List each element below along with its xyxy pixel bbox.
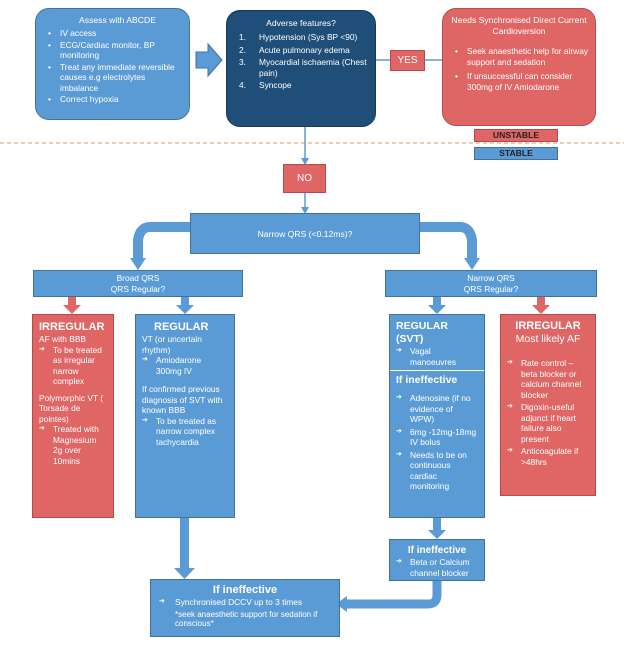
af-with-bbb-list: To be treated as irregular narrow comple… xyxy=(39,345,107,387)
narrow-irregular-box: IRREGULAR Most likely AF Rate control –b… xyxy=(500,314,596,496)
polymorphic-vt-list: Treated with Magnesium 2g over 10mins xyxy=(39,424,107,466)
narrow-regular-list: Vagal manoeuvres xyxy=(396,346,478,367)
list-item: Adenosine (if no evidence of WPW) xyxy=(396,393,478,425)
narrow-qrs-question-box: Narrow QRS (<0.12ms)? xyxy=(190,213,420,254)
vt-text: VT (or uncertain rhythm) xyxy=(142,334,202,355)
unstable-label: UNSTABLE xyxy=(474,129,558,142)
adverse-list: 1.Hypotension (Sys BP <90) 2.Acute pulmo… xyxy=(233,32,369,91)
list-item: Needs to be on continuous cardiac monito… xyxy=(396,450,478,492)
ineffective-main-heading: If ineffective xyxy=(212,584,278,596)
narrow-qrs-line2: QRS Regular? xyxy=(463,284,519,294)
adverse-title: Adverse features? xyxy=(266,18,336,28)
list-item: IV access xyxy=(42,28,183,39)
cardioversion-box: Needs Synchronised Direct Current Cardio… xyxy=(442,8,596,126)
list-item: 2.Acute pulmonary edema xyxy=(239,44,350,55)
assess-title: Assess with ABCDE xyxy=(79,15,156,25)
assess-abcde-box: Assess with ABCDE IV access ECG/Cardiac … xyxy=(35,8,190,120)
narrow-regular-svt-box: REGULAR (SVT) Vagal manoeuvres If ineffe… xyxy=(389,314,485,518)
list-item: Seek anaesthetic help for airway support… xyxy=(449,46,589,67)
svt-bbb-text: If confirmed previous diagnosis of SVT w… xyxy=(142,384,223,415)
list-item: Synchronised DCCV up to 3 times xyxy=(159,597,331,608)
narrow-ineffective-list: Adenosine (if no evidence of WPW) 6mg -1… xyxy=(396,393,478,492)
list-item: Rate control –beta blocker or calcium ch… xyxy=(507,358,589,400)
ineffective-main-note: *seek anaesthetic support for sedation i… xyxy=(175,609,318,629)
ineffective-main-box: If ineffective Synchronised DCCV up to 3… xyxy=(150,579,340,637)
assess-list: IV access ECG/Cardiac monitor, BP monito… xyxy=(42,28,183,105)
ineffective-main-list: Synchronised DCCV up to 3 times xyxy=(159,597,331,608)
list-item: 6mg -12mg-18mg IV bolus xyxy=(396,427,478,448)
list-item: 3.Myocardial ischaemia (Chest pain) xyxy=(239,57,367,78)
stable-label: STABLE xyxy=(474,147,558,160)
af-with-bbb-text: AF with BBB xyxy=(39,334,87,344)
narrow-qrs-line1: Narrow QRS xyxy=(467,273,515,283)
list-item: 4.Syncope xyxy=(239,80,292,90)
ineffective-small-heading: If ineffective xyxy=(407,545,467,556)
broad-qrs-box: Broad QRS QRS Regular? xyxy=(33,270,243,297)
list-item: Beta or Calcium channel blocker xyxy=(396,557,478,578)
polymorphic-vt-text: Polymorphic VT ( Torsade de pointes) xyxy=(39,392,104,424)
list-item: Correct hypoxia xyxy=(42,94,183,105)
adverse-features-box: Adverse features? 1.Hypotension (Sys BP … xyxy=(226,10,376,127)
list-item: Vagal manoeuvres xyxy=(396,346,478,367)
broad-regular-heading: REGULAR xyxy=(154,321,209,333)
list-item: Digoxin-useful adjunct if heart failure … xyxy=(507,402,589,444)
broad-irregular-heading: IRREGULAR xyxy=(39,321,105,333)
list-item: Amiodarone 300mg IV xyxy=(142,355,228,376)
list-item: 1.Hypotension (Sys BP <90) xyxy=(239,32,358,42)
no-label: NO xyxy=(283,164,326,193)
list-item: Anticoagulate if >48hrs xyxy=(507,446,589,467)
narrow-irregular-list: Rate control –beta blocker or calcium ch… xyxy=(507,358,589,467)
vt-list: Amiodarone 300mg IV xyxy=(142,355,228,376)
narrow-regular-heading: REGULAR (SVT) xyxy=(396,320,448,345)
list-item: To be treated as narrow complex tachycar… xyxy=(142,416,228,448)
svt-bbb-list: To be treated as narrow complex tachycar… xyxy=(142,416,228,448)
broad-qrs-line2: QRS Regular? xyxy=(110,284,166,294)
list-item: To be treated as irregular narrow comple… xyxy=(39,345,107,387)
narrow-qrs-box: Narrow QRS QRS Regular? xyxy=(385,270,597,297)
broad-regular-box: REGULAR VT (or uncertain rhythm) Amiodar… xyxy=(135,314,235,518)
narrow-ineffective-section: If ineffective Adenosine (if no evidence… xyxy=(390,370,484,492)
narrow-ineffective-heading: If ineffective xyxy=(396,374,458,386)
ineffective-small-list: Beta or Calcium channel blocker xyxy=(396,557,478,578)
broad-irregular-box: IRREGULAR AF with BBB To be treated as i… xyxy=(32,314,114,518)
ineffective-small-box: If ineffective Beta or Calcium channel b… xyxy=(389,539,485,581)
list-item: ECG/Cardiac monitor, BP monitoring xyxy=(42,40,183,61)
yes-label: YES xyxy=(390,50,425,71)
broad-qrs-line1: Broad QRS xyxy=(116,273,160,283)
list-item: If unsuccessful can consider 300mg of IV… xyxy=(449,71,589,92)
narrow-irregular-heading: IRREGULAR xyxy=(515,320,581,332)
list-item: Treated with Magnesium 2g over 10mins xyxy=(39,424,107,466)
cardioversion-title: Needs Synchronised Direct Current Cardio… xyxy=(451,15,587,36)
list-item: Treat any immediate reversible causes e.… xyxy=(42,62,183,94)
narrow-irregular-subheading: Most likely AF xyxy=(515,333,581,345)
cardioversion-list: Seek anaesthetic help for airway support… xyxy=(449,46,589,92)
